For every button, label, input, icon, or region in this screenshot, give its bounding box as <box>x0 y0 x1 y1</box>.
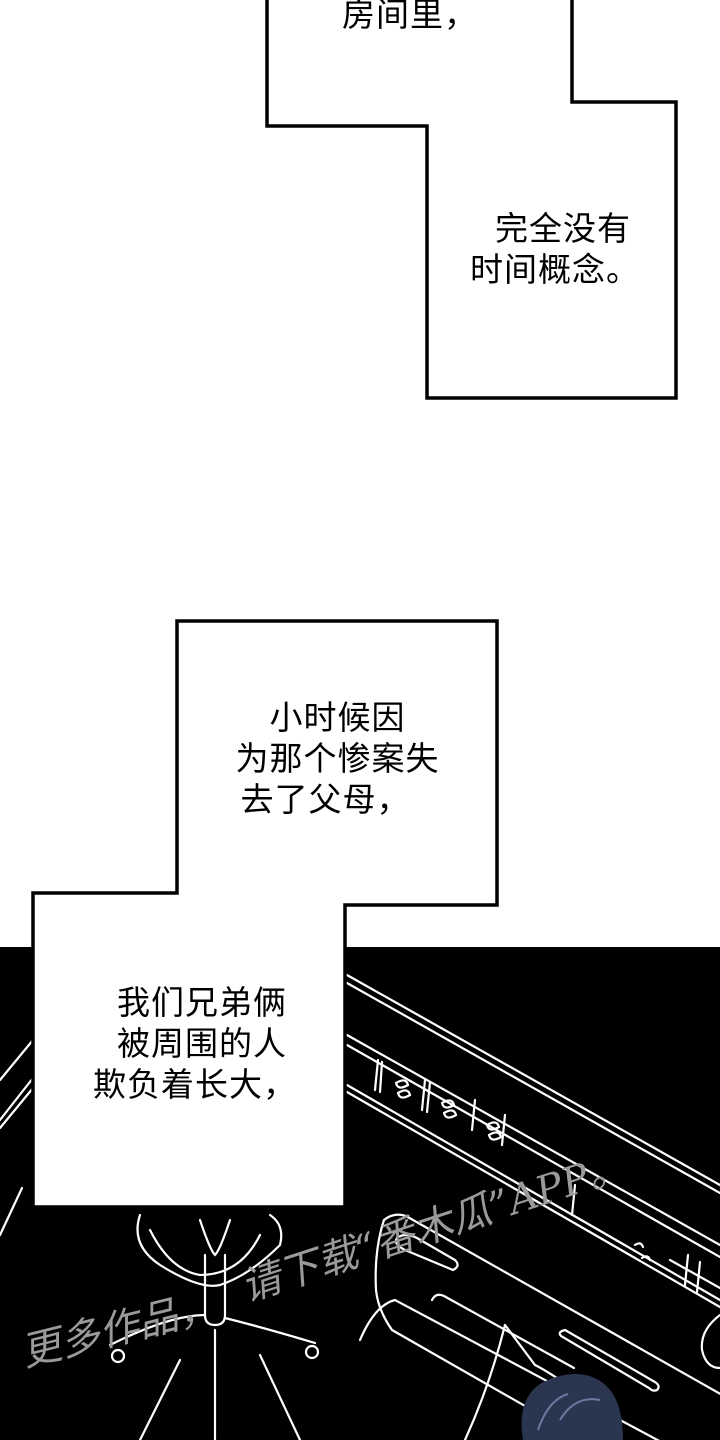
caption-line: 欺负着长大， <box>93 1065 297 1104</box>
narration-text-3: 小时候因 为那个惨案失 去了父母， <box>205 697 470 820</box>
narration-text-2: 完全没有 时间概念。 <box>460 208 650 290</box>
caption-line: 完全没有 <box>495 209 631 248</box>
narration-text-1: 房间里， <box>330 0 490 35</box>
caption-line: 我们兄弟俩 <box>117 983 287 1022</box>
character-hair <box>521 1374 623 1440</box>
caption-line: 小时候因 <box>269 698 406 737</box>
caption-line: 为那个惨案失 <box>235 739 440 778</box>
caption-line: 去了父母， <box>240 780 411 819</box>
narration-text-4: 我们兄弟俩 被周围的人 欺负着长大， <box>70 982 320 1105</box>
caption-line: 被周围的人 <box>117 1024 287 1063</box>
narration-box-top <box>265 0 678 400</box>
caption-line: 时间概念。 <box>470 250 640 289</box>
caption-line: 房间里， <box>342 0 478 34</box>
